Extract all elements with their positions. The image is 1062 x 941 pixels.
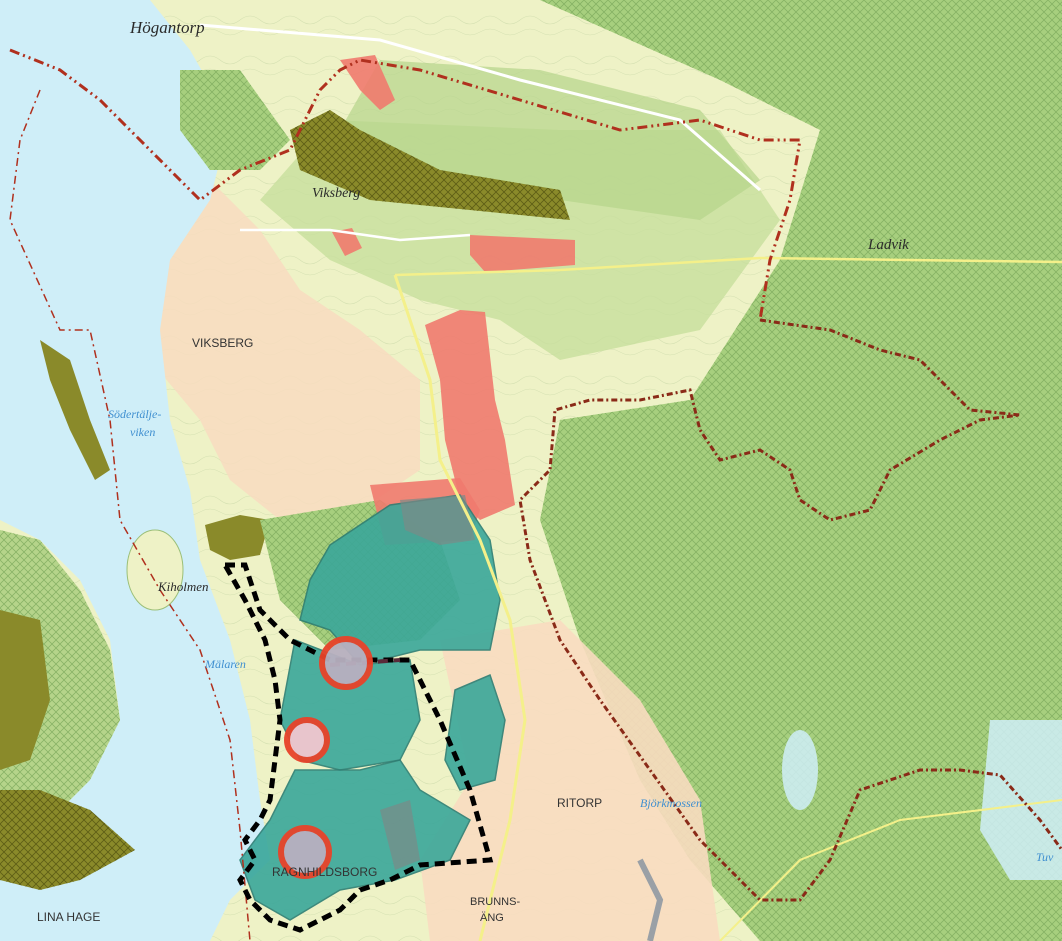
road-east [394, 256, 1062, 277]
protected-olive-southwest-hatch [0, 790, 135, 890]
red-zone-north [340, 55, 395, 110]
grey-road-south [637, 858, 664, 941]
teal-area-east [444, 673, 506, 791]
boundary-west [9, 89, 251, 941]
red-zone-central [425, 310, 515, 520]
road-south-east [719, 799, 1062, 941]
label-viksberg-italic: Viksberg [312, 186, 360, 201]
road-viksberg [240, 228, 471, 242]
label-ladvik: Ladvik [867, 237, 909, 253]
kiholmen-island [126, 529, 184, 611]
red-zone-east-strip [470, 235, 575, 272]
label-bjorkmossen: Björkmossen [640, 796, 702, 810]
lake-east-1 [782, 730, 818, 810]
road-north [199, 23, 761, 192]
focus-circle-north[interactable] [319, 636, 373, 690]
west-shore-hatch [0, 530, 120, 870]
grey-patch-south [380, 800, 420, 870]
label-brunns-1: BRUNNS- [470, 896, 520, 908]
label-viksberg: VIKSBERG [192, 336, 253, 350]
focus-circle-middle[interactable] [284, 717, 330, 763]
road-main-north [393, 274, 527, 941]
water-sodertaljeviken [0, 0, 270, 941]
label-malaren: Mälaren [204, 657, 246, 671]
label-brunns-2: ÄNG [480, 912, 504, 924]
label-lina-hage: LINA HAGE [37, 910, 100, 924]
label-kiholmen: Kiholmen [157, 579, 209, 594]
protected-green-north-hatch [180, 70, 290, 170]
forest-east-hatch [540, 0, 1062, 941]
protected-olive-westcoast [0, 610, 50, 770]
label-ragnhildsborg: RAGNHILDSBORG [272, 865, 377, 879]
label-ritorp: RITORP [557, 796, 602, 810]
boundary-east-forest [518, 318, 1062, 902]
protected-olive-west [40, 340, 110, 480]
label-sodertalje-2: viken [130, 425, 155, 439]
label-hogantorp: Högantorp [129, 18, 205, 37]
protected-olive-viksberg-hatch [290, 110, 570, 220]
focus-circle-south[interactable] [278, 825, 332, 879]
label-tuv: Tuv [1036, 850, 1054, 864]
grey-patch [400, 495, 475, 545]
red-zone-small [332, 228, 362, 256]
forest-north-band [340, 60, 760, 220]
label-sodertalje-1: Södertälje- [108, 407, 161, 421]
protected-olive-kiholmen [205, 515, 270, 560]
